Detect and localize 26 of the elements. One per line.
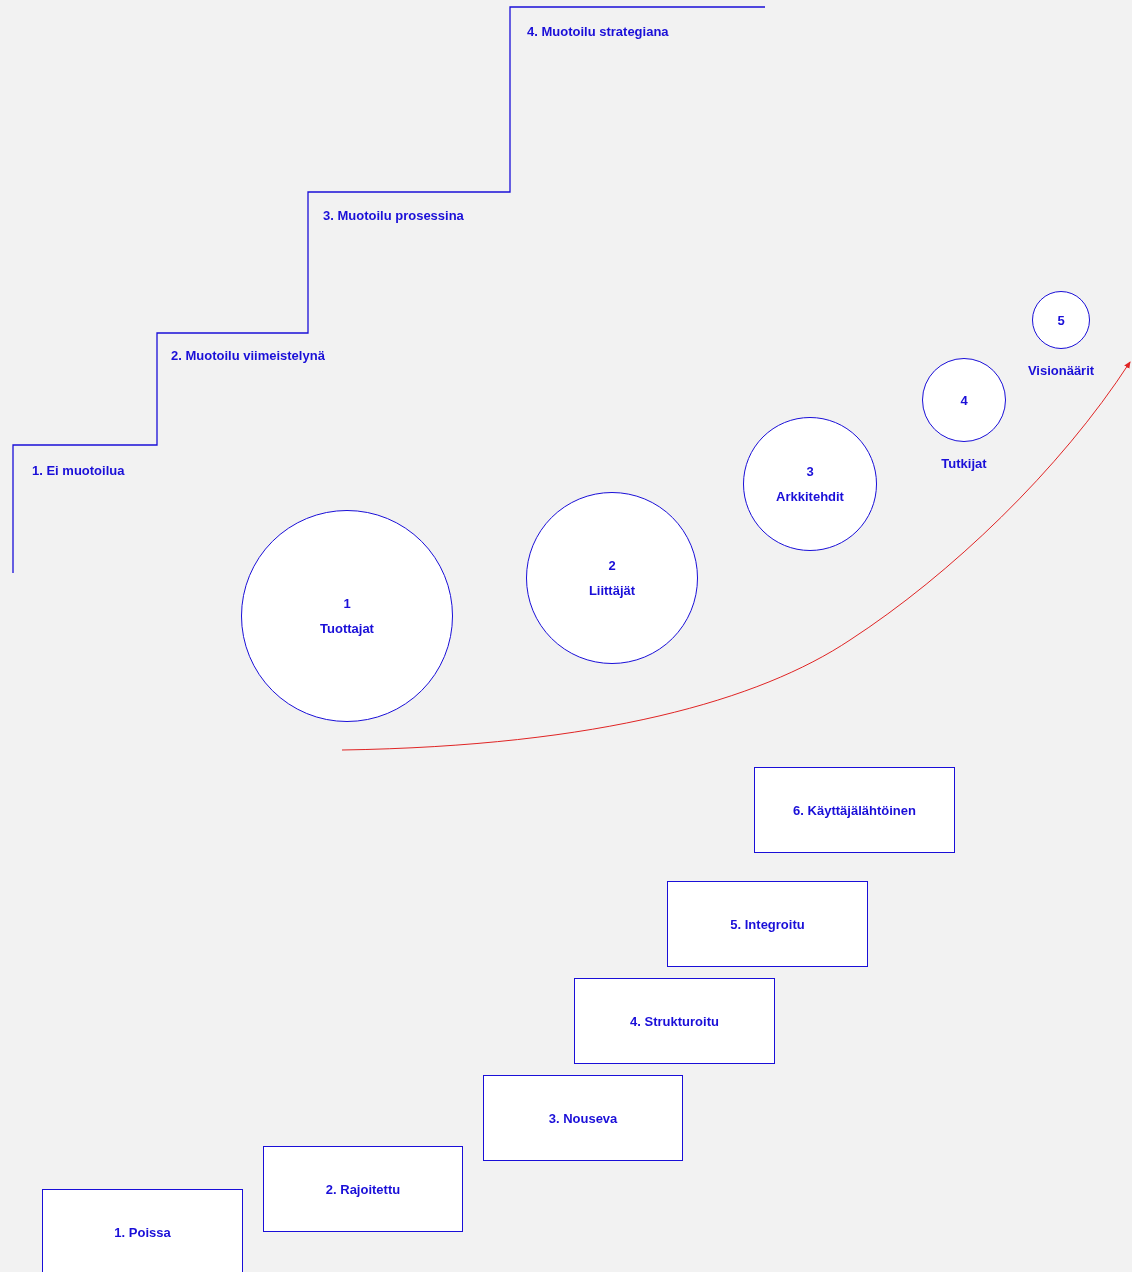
circle-number: 2 — [608, 558, 616, 573]
box-label: 2. Rajoitettu — [325, 1181, 401, 1197]
box-label: 6. Käyttäjälähtöinen — [793, 802, 916, 818]
box-label: 4. Strukturoitu — [630, 1013, 719, 1029]
circle-label: Liittäjät — [588, 583, 636, 598]
stage-box — [754, 767, 955, 853]
step-label: 2. Muotoilu viimeistelynä — [171, 347, 325, 363]
box-label: 1. Poissa — [114, 1224, 171, 1240]
stage-box — [483, 1075, 683, 1161]
box-label: 5. Integroitu — [730, 916, 805, 932]
step-label: 3. Muotoilu prosessina — [323, 207, 464, 223]
circle-number: 4 — [960, 392, 968, 408]
stage-box — [263, 1146, 463, 1232]
circle-label: Visionäärit — [1027, 363, 1095, 378]
circle-number: 3 — [806, 464, 814, 479]
circle-label: Tutkijat — [941, 456, 987, 471]
step-label: 1. Ei muotoilua — [32, 462, 125, 478]
circle-number: 5 — [1057, 312, 1065, 328]
step-label: 4. Muotoilu strategiana — [527, 23, 669, 39]
circle-number: 1 — [343, 596, 351, 611]
stage-box — [574, 978, 775, 1064]
circle-label: Arkkitehdit — [776, 489, 844, 504]
stage-box — [42, 1189, 243, 1272]
stage-box — [667, 881, 868, 967]
box-label: 3. Nouseva — [548, 1110, 618, 1126]
circle-label: Tuottajat — [320, 621, 374, 636]
